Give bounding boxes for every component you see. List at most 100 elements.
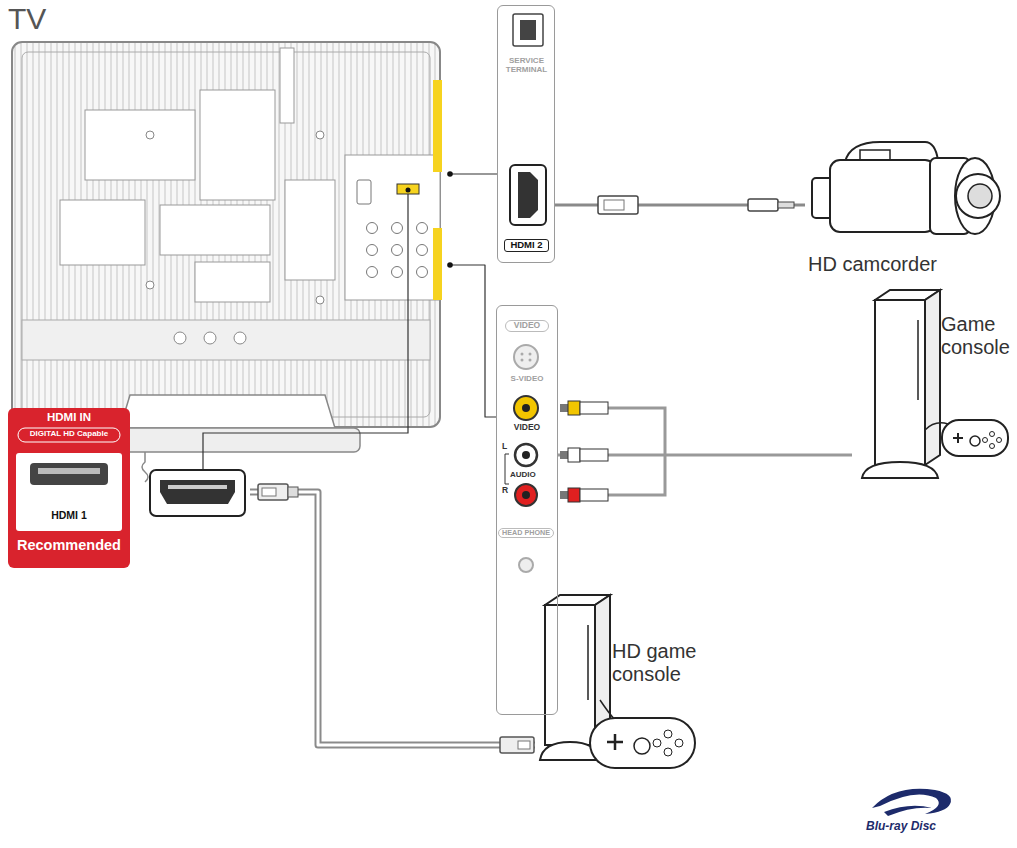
- tv-rear-illustration: [417, 267, 428, 278]
- rca-plugs: [560, 404, 568, 412]
- camcorder-cable-plugs: [598, 196, 794, 214]
- tv-rear-illustration: [345, 155, 440, 300]
- hdmi-port-enlarged: [500, 737, 534, 753]
- tv-rear-illustration: [367, 245, 378, 256]
- av-panel-jacks: [522, 404, 530, 412]
- bluray-logo: [872, 789, 951, 816]
- rca-plugs: [560, 491, 568, 499]
- channel-name: R: [502, 486, 508, 496]
- rca-plugs: [580, 449, 608, 461]
- port-name: SERVICE TERMINAL: [500, 56, 553, 74]
- hd-game-console-illustration: [590, 718, 695, 768]
- tv-rear-illustration: [234, 332, 246, 344]
- rca-plugs: [580, 402, 608, 414]
- port-name: HDMI 2: [504, 239, 549, 252]
- tv-rear-illustration: [392, 245, 403, 256]
- leader-line: [203, 194, 408, 470]
- tv-rear-illustration: [316, 296, 324, 304]
- av-side-panel: VIDEOS-VIDEOVIDEOLAUDIORHEAD PHONE: [496, 305, 558, 715]
- tv-rear-illustration: [433, 80, 442, 172]
- av-panel-jacks: [514, 396, 538, 420]
- hdmi-port-enlarged: [160, 480, 235, 504]
- device-label: HD camcorder: [808, 253, 937, 276]
- tv-rear-illustration: [367, 223, 378, 234]
- tv-rear-illustration: [95, 428, 360, 452]
- av-panel-jacks: [515, 444, 537, 466]
- bluray-logo: [884, 806, 932, 816]
- port-name: AUDIO: [510, 470, 536, 479]
- av-panel-jacks: [529, 353, 532, 356]
- tv-rear-illustration: [160, 205, 270, 255]
- tv-rear-illustration: [285, 180, 335, 280]
- hdmi-port-enlarged: [150, 470, 534, 753]
- leader-line: [203, 188, 411, 471]
- rca-plugs: [568, 448, 580, 462]
- port-name: HEAD PHONE: [498, 528, 554, 538]
- rca-plugs: [568, 401, 580, 415]
- game-console-illustration: [925, 290, 940, 465]
- hdmi-badge-art: [16, 453, 122, 531]
- tv-rear-illustration: [146, 131, 154, 139]
- hdmi-panel-art: [513, 14, 543, 46]
- device-game-console: Game console: [852, 285, 1014, 485]
- av-panel-jacks: [514, 345, 538, 369]
- hdmi-badge-art: [38, 468, 100, 474]
- rca-plugs: [580, 489, 608, 501]
- camcorder-cable-plugs: [748, 199, 778, 211]
- hdmi-badge-art: [30, 463, 108, 485]
- av-panel-jacks: [521, 359, 524, 362]
- tv-rear-illustration: [200, 90, 275, 200]
- av-panel-jacks: [515, 484, 537, 506]
- hd-game-console-illustration: [587, 625, 589, 700]
- camcorder-illustration: [860, 150, 890, 160]
- camcorder-illustration: [956, 174, 1000, 218]
- camcorder-cable-plugs: [778, 202, 794, 208]
- camcorder-illustration: [812, 142, 1000, 234]
- cable-core: [250, 492, 535, 745]
- rca-plugs: [608, 408, 665, 455]
- hdmi-panel-art: [520, 20, 536, 40]
- tv-rear-illustration: [85, 110, 195, 180]
- rca-plugs: [608, 455, 665, 495]
- hdmi-port-enlarged: [518, 741, 530, 749]
- tv-rear-illustration: [357, 180, 371, 204]
- game-console-illustration: [917, 320, 919, 400]
- hd-game-console-illustration: [664, 748, 672, 756]
- rca-plugs: [568, 488, 580, 502]
- tv-rear-illustration: [146, 281, 154, 289]
- badge-note: DIGITAL HD Capable: [18, 429, 120, 438]
- badge-heading: HDMI IN: [8, 411, 130, 424]
- camcorder-cable-plugs: [604, 200, 624, 210]
- av-panel-jacks: [529, 359, 532, 362]
- hd-game-console-illustration: [664, 730, 672, 738]
- tv-rear-illustration: [417, 245, 428, 256]
- port-name: HDMI 1: [17, 509, 121, 521]
- badge-note: Recommended: [8, 537, 130, 554]
- tv-rear-illustration: [367, 267, 378, 278]
- figure-title: TV: [8, 2, 46, 37]
- tv-rear-illustration: [433, 228, 442, 300]
- tv-rear-illustration: [392, 223, 403, 234]
- game-console-illustration: [990, 444, 995, 449]
- hdmi-port-enlarged: [258, 484, 288, 500]
- port-group: VIDEO: [505, 320, 549, 332]
- tv-rear-illustration: [280, 48, 294, 123]
- device-camcorder: HD camcorder: [805, 140, 1012, 285]
- rca-plugs: [560, 401, 665, 502]
- hdmi-port-enlarged: [168, 485, 227, 489]
- hdmi-port-enlarged: [262, 488, 276, 496]
- av-panel-jacks: [519, 558, 533, 572]
- game-console-illustration: [953, 433, 963, 443]
- tv-rear-illustration: [22, 320, 430, 360]
- tv-rear-illustration: [204, 332, 216, 344]
- tv-figure: TV: [5, 2, 450, 430]
- game-console-illustration: [990, 432, 995, 437]
- av-panel-jacks: [521, 353, 524, 356]
- bluray-logo: [872, 789, 951, 814]
- hdmi-panel-art: [510, 165, 546, 225]
- game-console-illustration: [942, 420, 1008, 456]
- hdmi-port-enlarged: [150, 470, 245, 516]
- tv-rear-illustration: [12, 42, 440, 427]
- leader-line: [406, 188, 411, 193]
